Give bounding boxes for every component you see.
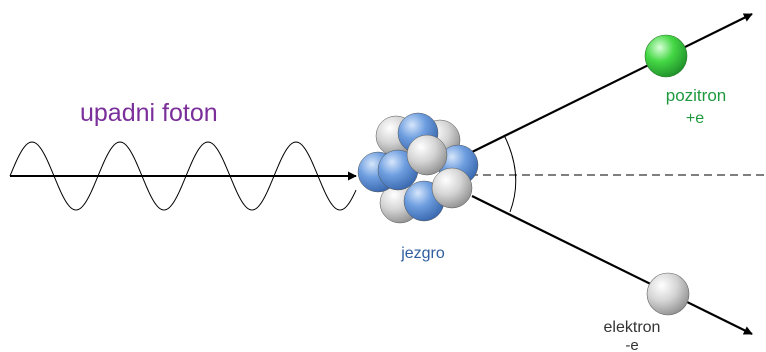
electron-symbol: -e <box>625 337 638 352</box>
electron-particle <box>646 272 690 316</box>
incident-photon-label: upadni foton <box>80 99 218 127</box>
nucleus <box>357 112 479 224</box>
electron-label: elektron <box>604 319 661 336</box>
neutron <box>406 134 448 176</box>
photon-wave <box>9 141 357 211</box>
nucleus-label: jezgro <box>400 245 445 262</box>
neutron <box>431 167 473 209</box>
positron-particle <box>644 34 688 78</box>
positron-trajectory-arrow <box>471 13 753 153</box>
emission-angle-arc <box>503 134 517 213</box>
electron-trajectory-arrow <box>471 195 753 335</box>
positron-symbol: +e <box>686 110 704 127</box>
positron-label: pozitron <box>666 86 726 105</box>
